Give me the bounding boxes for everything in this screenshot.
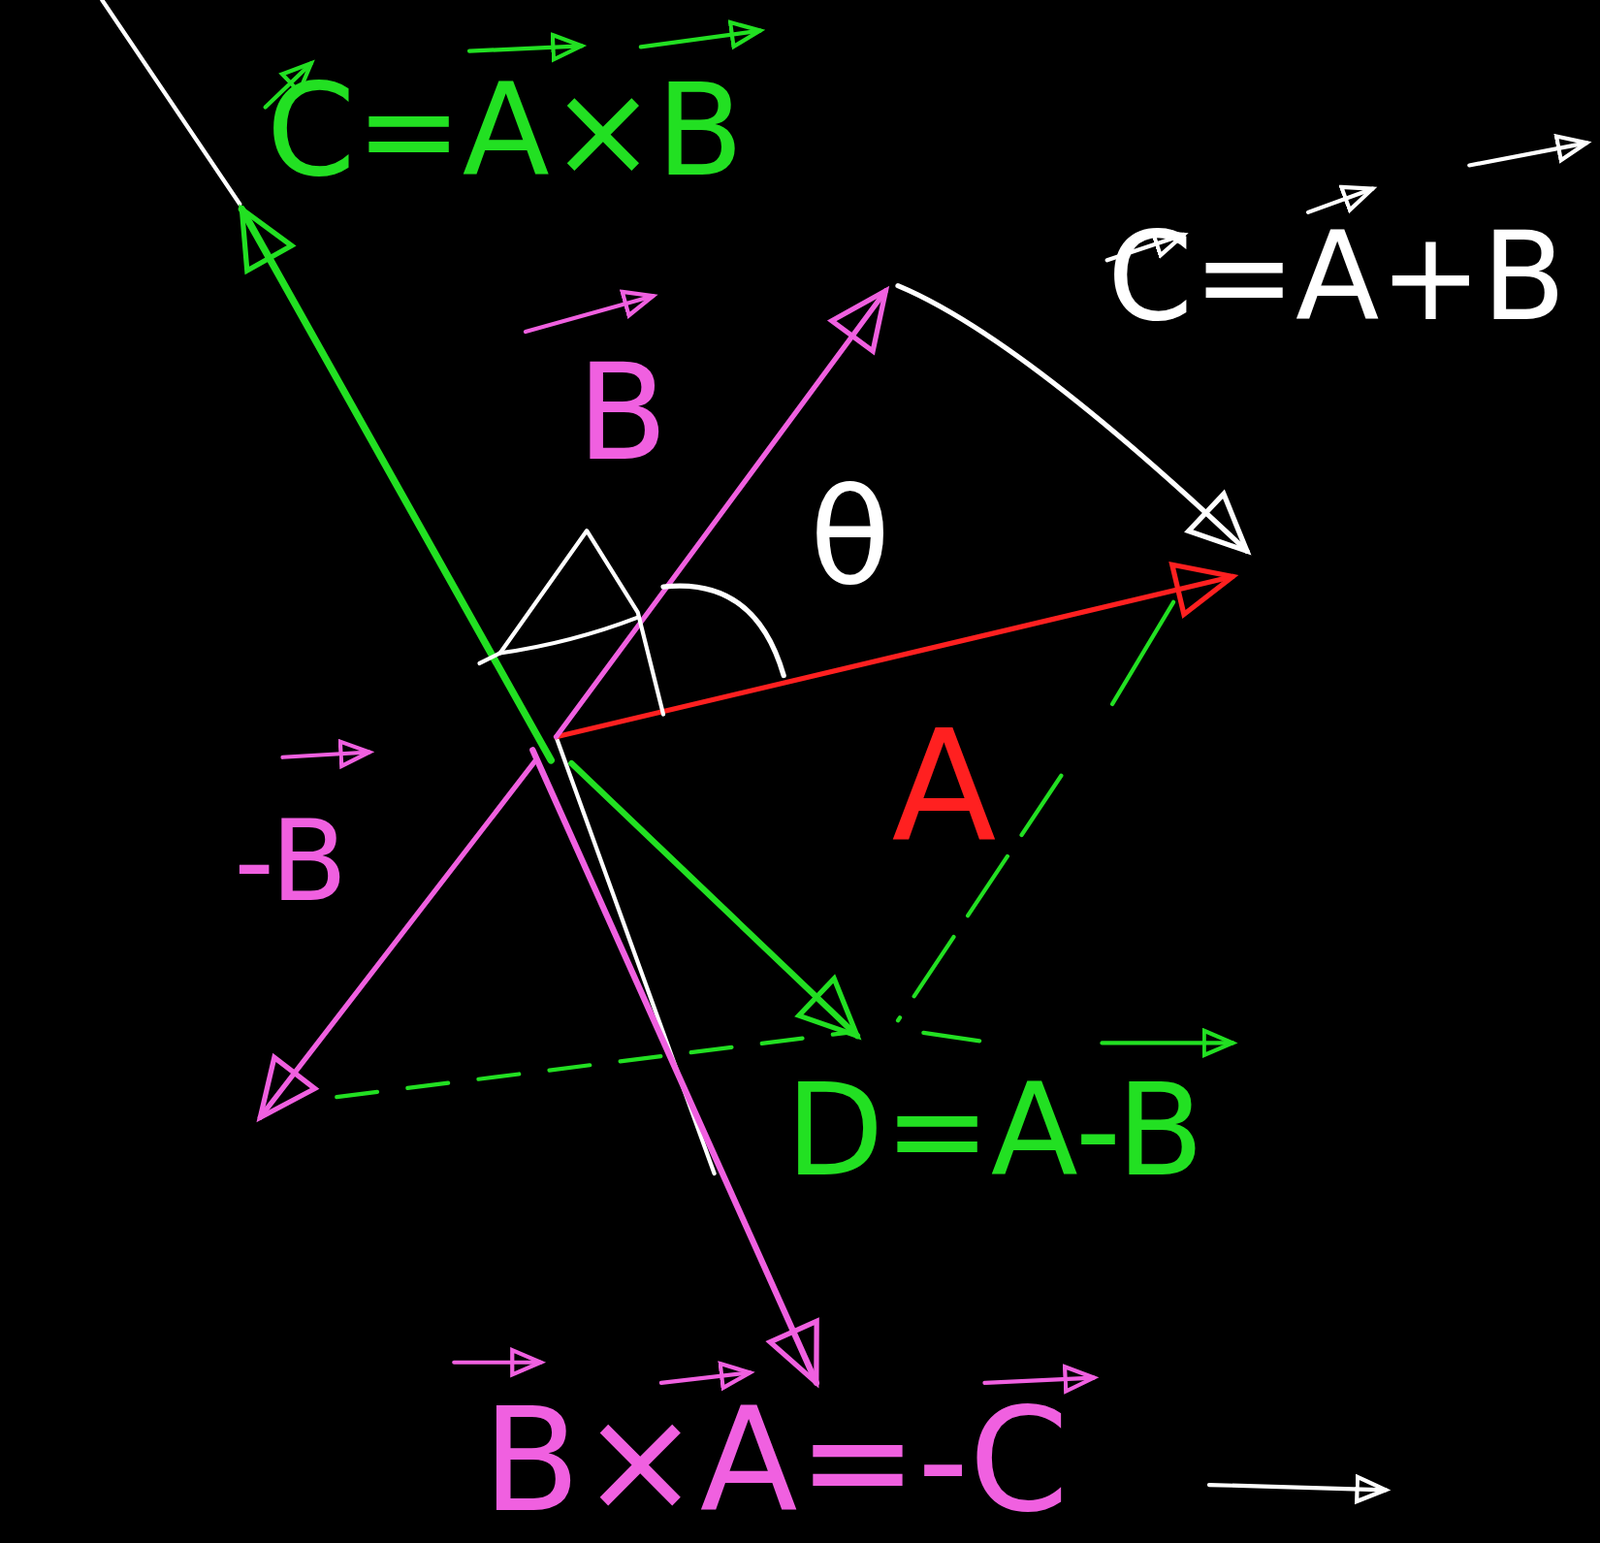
vector-mark (469, 45, 582, 51)
vector-label: θ (809, 471, 892, 605)
angle-arc (1112, 602, 1174, 704)
axis-line (101, 0, 240, 204)
vector-label: A (891, 710, 996, 864)
vector-mark (525, 295, 654, 332)
vector-label: B (576, 347, 669, 480)
angle-arc (663, 585, 784, 676)
vector-label: -B (233, 805, 348, 919)
vector-mark (984, 1377, 1094, 1383)
vector-mark (1308, 189, 1373, 213)
vector-mark (1469, 142, 1587, 165)
vector-mark (453, 1360, 541, 1365)
vector-label: C=A+B (1107, 216, 1567, 339)
vector-b-cross-a (532, 749, 817, 1382)
vector-mark (923, 1032, 980, 1041)
vector-mark (661, 1372, 751, 1383)
vector-a-cross-b (241, 209, 551, 761)
vector-mark (1209, 1484, 1386, 1490)
vector-label: C=A×B (266, 66, 744, 195)
vector-label: D=A-B (785, 1066, 1205, 1195)
vector-label: B×A=-C (481, 1389, 1069, 1533)
angle-mark (480, 530, 664, 714)
vector-d (571, 763, 858, 1036)
vector-mark (283, 752, 370, 758)
vector-mark (1101, 1040, 1233, 1045)
vector-mark (640, 31, 761, 48)
dashed-line (336, 1032, 847, 1097)
angle-mark (500, 617, 639, 654)
